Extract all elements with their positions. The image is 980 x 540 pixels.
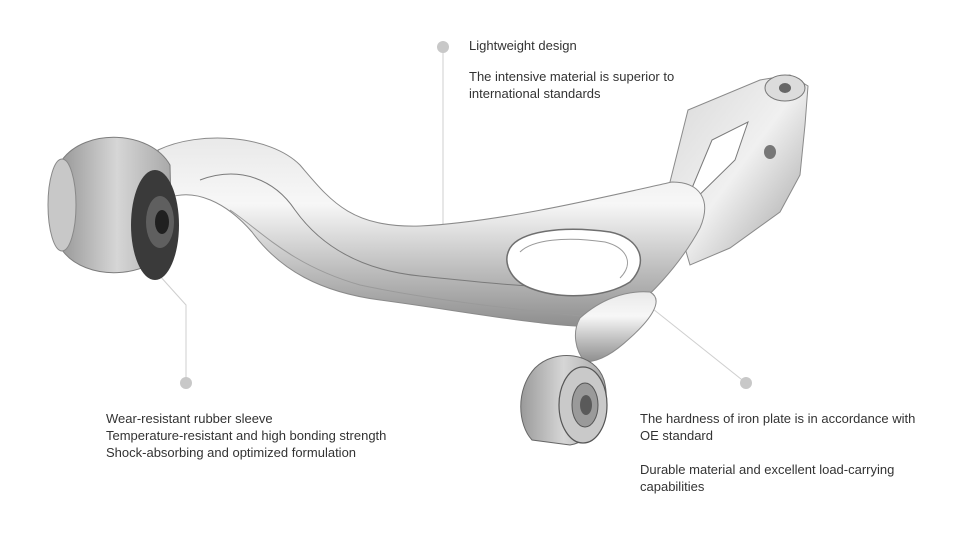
lightweight-desc-line-2: international standards: [469, 86, 601, 101]
leader-line-rubber-sleeve: [149, 264, 187, 383]
arm-edge-contour: [199, 173, 591, 288]
rubber-sleeve-line-2: Temperature-resistant and high bonding s…: [106, 428, 387, 443]
iron-plate-line-2: OE standard: [640, 428, 713, 443]
lightweight-marker-dot: [437, 41, 449, 53]
iron-plate-marker-dot: [740, 377, 752, 389]
lightening-hole: [506, 228, 641, 297]
callout-rubber-sleeve: Wear-resistant rubber sleeve Temperature…: [106, 410, 446, 461]
rubber-sleeve-marker-dot: [180, 377, 192, 389]
callout-iron-plate: The hardness of iron plate is in accorda…: [640, 410, 970, 495]
rubber-sleeve-bushing: [47, 136, 179, 280]
iron-plate-line-1: The hardness of iron plate is in accorda…: [640, 411, 916, 426]
lower-neck: [574, 291, 657, 363]
iron-plate-line-4: capabilities: [640, 479, 705, 494]
iron-plate-line-3: Durable material and excellent load-carr…: [640, 462, 895, 477]
lower-bushing: [520, 355, 608, 446]
leader-line-iron-plate: [647, 304, 747, 384]
lightweight-title: Lightweight design: [469, 38, 577, 53]
rubber-sleeve-line-1: Wear-resistant rubber sleeve: [106, 411, 273, 426]
arm-edge-contour-lower: [229, 209, 601, 319]
callout-lightweight: Lightweight design The intensive materia…: [469, 37, 729, 102]
lightweight-desc-line-1: The intensive material is superior to: [469, 69, 675, 84]
rubber-sleeve-line-3: Shock-absorbing and optimized formulatio…: [106, 445, 357, 460]
